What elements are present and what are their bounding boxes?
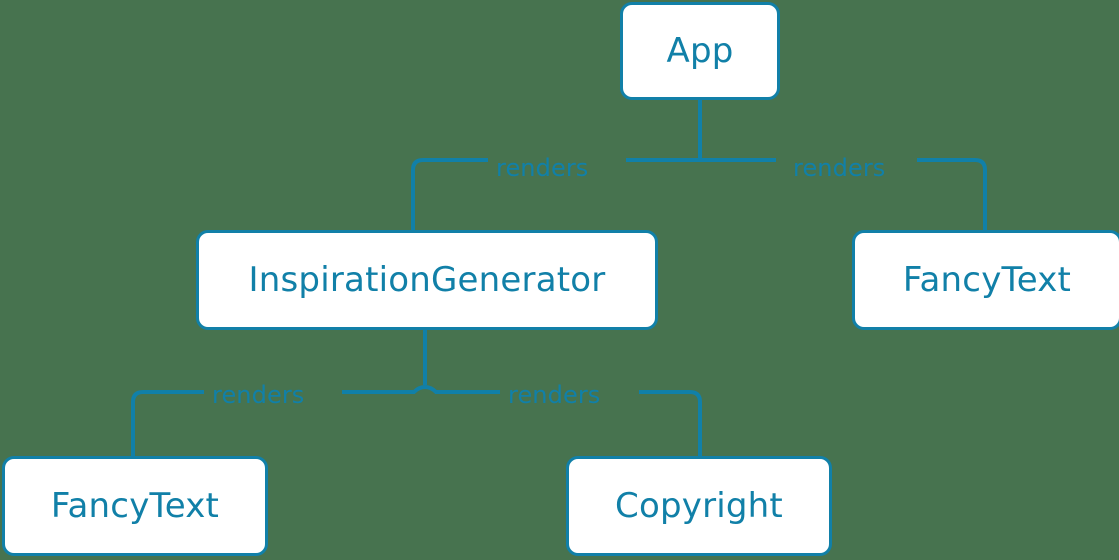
edge-inspiration-to-copyright: [424, 385, 702, 456]
edge-label-inspiration-to-fancytext-bottom: renders: [212, 381, 305, 409]
edge-label-inspiration-to-copyright: renders: [508, 381, 601, 409]
node-fancytext-bottom-label: FancyText: [50, 486, 220, 526]
edge-app-to-inspiration-generator: [411, 158, 700, 230]
edge-label-app-to-fancytext-right: renders: [793, 154, 886, 182]
edge-label-app-to-inspiration-generator: renders: [496, 154, 589, 182]
node-copyright[interactable]: Copyright: [566, 456, 832, 556]
edge-app-to-fancytext-right: [700, 158, 987, 230]
node-inspiration-generator[interactable]: InspirationGenerator: [196, 230, 658, 330]
node-fancytext-right[interactable]: FancyText: [852, 230, 1119, 330]
node-inspiration-generator-label: InspirationGenerator: [248, 260, 606, 300]
node-fancytext-right-label: FancyText: [902, 260, 1072, 300]
node-fancytext-bottom[interactable]: FancyText: [2, 456, 268, 556]
node-app[interactable]: App: [620, 2, 780, 100]
edge-inspiration-to-fancytext-bottom: [131, 385, 426, 456]
node-app-label: App: [666, 31, 734, 71]
node-copyright-label: Copyright: [615, 486, 783, 526]
